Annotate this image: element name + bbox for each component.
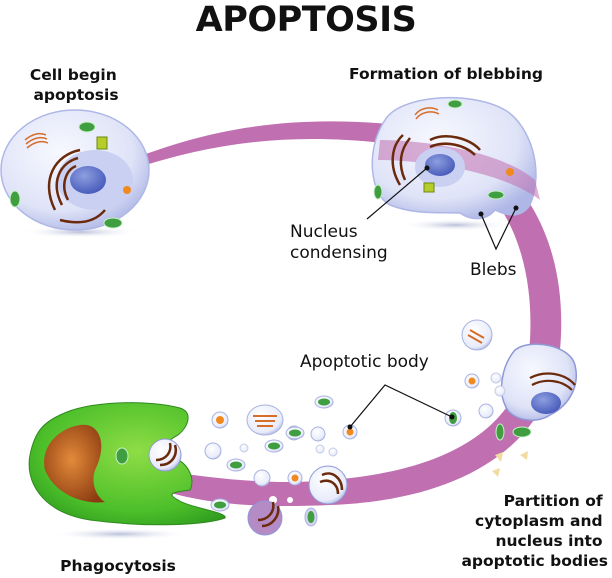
leader-dot — [424, 165, 430, 171]
endoplasmic-reticulum-icon — [47, 148, 106, 224]
engulfed-body — [148, 438, 182, 472]
golgi-icon — [24, 132, 49, 149]
lysosome-icon — [506, 168, 514, 176]
mitochondrion-icon — [307, 511, 315, 523]
apoptotic-body — [253, 469, 271, 487]
endoplasmic-reticulum-icon — [319, 472, 344, 495]
stage-label-line: cytoplasm and — [475, 512, 603, 530]
callout-label: Nucleus condensing — [290, 222, 388, 263]
stage-label-cell-begin: Cell begin apoptosis — [30, 66, 122, 104]
callout-line: Nucleus — [290, 222, 358, 242]
apoptotic-body — [478, 403, 494, 419]
diagram-title: APOPTOSIS — [196, 0, 417, 40]
normal-cell — [0, 109, 150, 231]
stage-label-line: apoptosis — [33, 86, 118, 104]
leader-dot — [449, 414, 455, 420]
stage-label-line: Cell begin — [30, 66, 117, 84]
lysosome-icon — [291, 474, 299, 482]
stage-label-line: apoptotic bodies — [461, 552, 608, 570]
callout-line: condensing — [290, 243, 388, 263]
golgi-icon — [467, 329, 485, 344]
apoptotic-body — [287, 497, 293, 503]
mitochondrion-icon — [447, 99, 463, 109]
cell-shadow — [400, 219, 510, 231]
phagocyte — [28, 402, 230, 526]
lysosome-icon — [468, 377, 476, 385]
apoptotic-bodies — [204, 319, 506, 536]
fragmenting-cell — [492, 343, 577, 477]
apoptotic-body — [204, 442, 222, 460]
mitochondrion-icon — [230, 461, 242, 469]
nucleus — [531, 392, 561, 414]
endoplasmic-reticulum-icon — [257, 501, 280, 528]
callout-blebs: Blebs — [470, 205, 519, 280]
golgi-icon — [414, 107, 440, 120]
mitochondrion-icon — [373, 184, 383, 200]
fragment-icon — [495, 452, 503, 462]
leader-line — [349, 384, 453, 428]
stage-label-line: nucleus into — [495, 532, 602, 550]
mitochondrion-icon — [268, 442, 280, 450]
nucleus-condensed — [425, 154, 455, 176]
fragment-icon — [492, 468, 500, 477]
cell-shadow — [50, 528, 190, 540]
mitochondrion-icon — [9, 190, 21, 208]
blebbing-cell — [371, 96, 540, 220]
nucleus — [70, 166, 106, 194]
leader-dot — [347, 424, 353, 430]
mitochondrion-icon — [115, 447, 129, 465]
golgi-icon — [253, 415, 277, 427]
stage-label-partition: Partition of cytoplasm and nucleus into … — [461, 492, 608, 570]
mitochondrion-icon — [512, 426, 532, 438]
callout-apoptotic-body: Apoptotic body — [300, 352, 455, 430]
mitochondrion-icon — [214, 501, 226, 509]
endoplasmic-reticulum-icon — [391, 134, 481, 186]
leader-dot — [513, 205, 519, 211]
centriole-icon — [96, 136, 108, 150]
apoptotic-body — [328, 447, 338, 457]
apoptotic-body — [239, 443, 249, 453]
lysosome-icon — [123, 186, 131, 194]
apoptotic-body — [490, 372, 502, 384]
mitochondrion-icon — [495, 423, 505, 441]
mitochondrion-icon — [318, 398, 330, 406]
stage-label-line: Partition of — [504, 492, 603, 510]
mitochondrion-icon — [78, 121, 96, 133]
cell-shadow — [20, 226, 140, 238]
callout-label: Apoptotic body — [300, 352, 429, 372]
leader-line — [366, 167, 428, 220]
stage-label-phagocytosis: Phagocytosis — [60, 557, 176, 575]
mitochondrion-icon — [103, 217, 123, 229]
fragment-icon — [520, 451, 528, 460]
leader-line — [480, 207, 517, 251]
apoptotic-body — [308, 465, 348, 505]
endoplasmic-reticulum-icon — [155, 442, 177, 467]
arc-overlap — [378, 140, 540, 200]
mitochondrion-icon — [487, 190, 505, 200]
callout-nucleus-condensing: Nucleus condensing — [290, 165, 430, 263]
apoptotic-body — [310, 426, 326, 442]
lysosome-icon — [346, 428, 354, 436]
apoptotic-body — [315, 444, 325, 454]
phagocyte-nucleus — [44, 424, 105, 503]
callout-label: Blebs — [470, 260, 517, 280]
endoplasmic-reticulum-icon — [529, 372, 576, 391]
mitochondrion-icon — [289, 429, 301, 437]
apoptotic-body — [494, 385, 506, 397]
centriole-icon — [423, 182, 435, 193]
leader-dot — [478, 211, 484, 217]
stage-label-blebbing: Formation of blebbing — [349, 65, 543, 83]
lysosome-icon — [216, 416, 224, 424]
